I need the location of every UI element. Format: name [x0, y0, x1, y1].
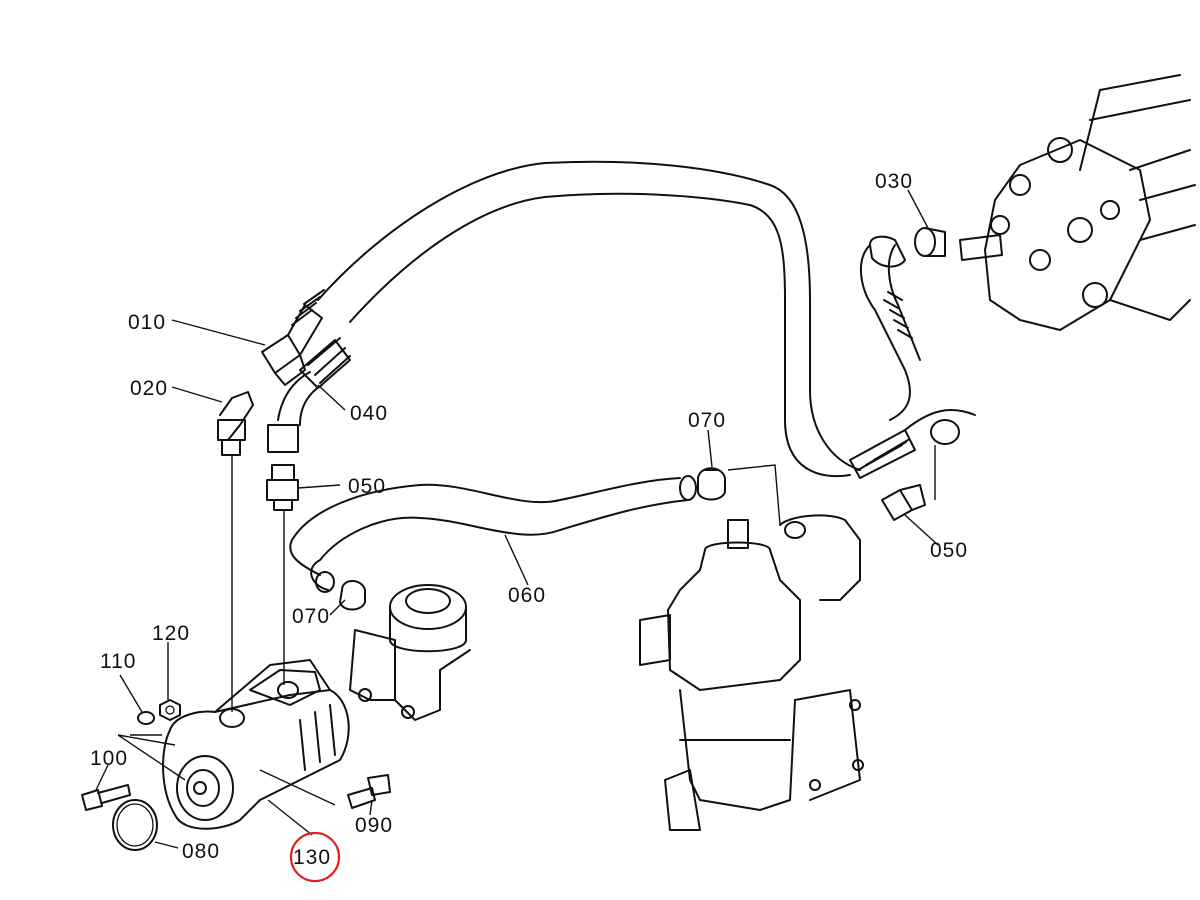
upper-hose	[317, 160, 861, 478]
label-050-left: 050	[348, 475, 386, 498]
label-100: 100	[90, 747, 128, 770]
label-120: 120	[152, 622, 190, 645]
bolt-090	[347, 774, 391, 809]
washer-110	[137, 711, 155, 725]
hose-end-right	[849, 409, 976, 521]
fitting-050-left	[266, 464, 299, 511]
hose-060	[289, 475, 697, 593]
fitting-010	[261, 289, 325, 386]
clamp-070-lower	[339, 580, 366, 611]
label-090: 090	[355, 814, 393, 837]
alignment-lines	[117, 445, 936, 806]
hydraulic-pump-130	[162, 659, 350, 830]
leader-lines	[95, 189, 939, 849]
elbow-020	[217, 391, 254, 456]
label-070-upper: 070	[688, 409, 726, 432]
return-hose	[859, 244, 921, 421]
part-labels: 010 020 030 040 050 050 060 070 070 080 …	[90, 170, 968, 869]
label-070-lower: 070	[292, 605, 330, 628]
fitting-030	[869, 227, 946, 268]
label-050-right: 050	[930, 539, 968, 562]
o-ring-080	[112, 799, 158, 851]
label-110: 110	[100, 650, 136, 673]
steering-gearbox	[639, 514, 864, 831]
clamp-070-upper	[697, 467, 726, 501]
label-060: 060	[508, 584, 546, 607]
nut-120	[159, 699, 181, 721]
hose-end-040	[267, 337, 351, 453]
label-010: 010	[128, 311, 166, 334]
control-valve	[959, 74, 1196, 331]
label-020: 020	[130, 377, 168, 400]
label-130: 130	[293, 846, 331, 869]
bolt-100	[81, 784, 131, 811]
label-080: 080	[182, 840, 220, 863]
label-030: 030	[875, 170, 913, 193]
label-040: 040	[350, 402, 388, 425]
highlight-circle-130[interactable]	[289, 831, 341, 883]
filter-housing	[349, 584, 471, 721]
